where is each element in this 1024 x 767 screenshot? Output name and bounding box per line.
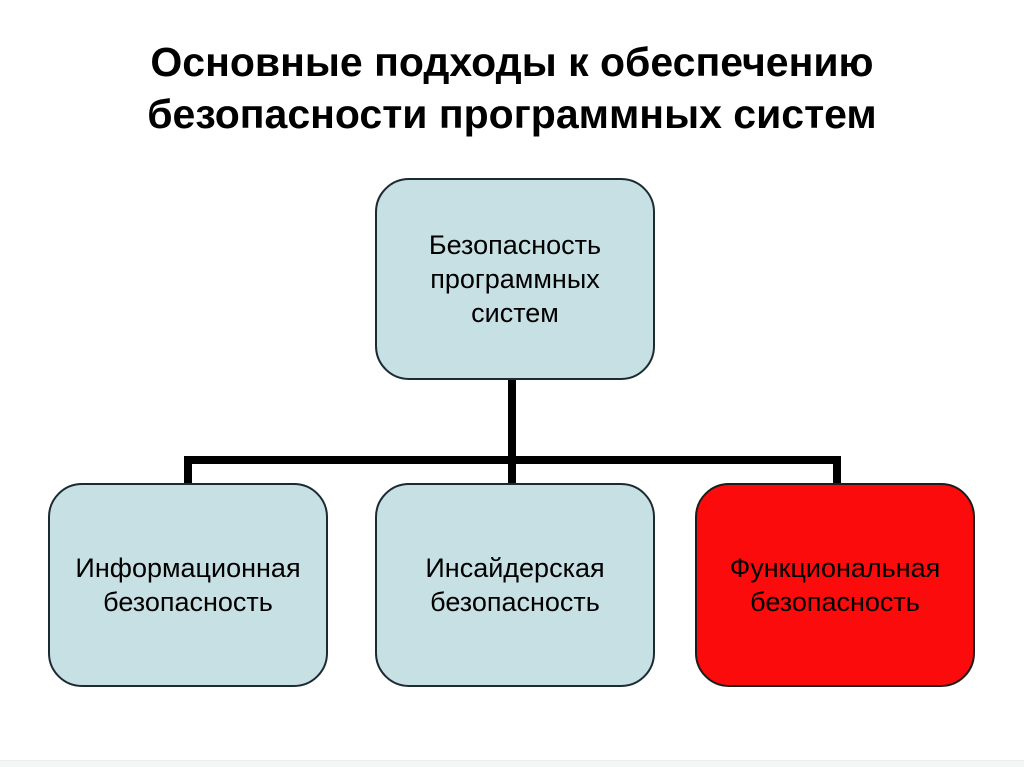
slide-title: Основные подходы к обеспечению безопасно… [0,36,1024,140]
diagram-node-root: Безопасность программных систем [375,178,655,380]
diagram-node-functional-security-label: Функциональная безопасность [729,553,941,617]
slide-title-line-2: безопасности программных систем [147,91,877,137]
diagram-node-insider-security-label: Инсайдерская безопасность [425,553,605,617]
diagram-node-functional-security: Функциональная безопасность [695,483,975,687]
connector-drop-right [833,456,841,484]
diagram-node-insider-security: Инсайдерская безопасность [375,483,655,687]
connector-drop-left [184,456,192,484]
slide-title-line-1: Основные подходы к обеспечению [150,39,874,85]
diagram-node-information-security: Информационная безопасность [48,483,328,687]
connector-stem [508,380,516,464]
connector-drop-middle [508,456,516,484]
diagram-node-root-label: Безопасность программных систем [428,230,602,328]
diagram-node-information-security-label: Информационная безопасность [75,553,301,617]
slide-bottom-edge [0,760,1024,767]
